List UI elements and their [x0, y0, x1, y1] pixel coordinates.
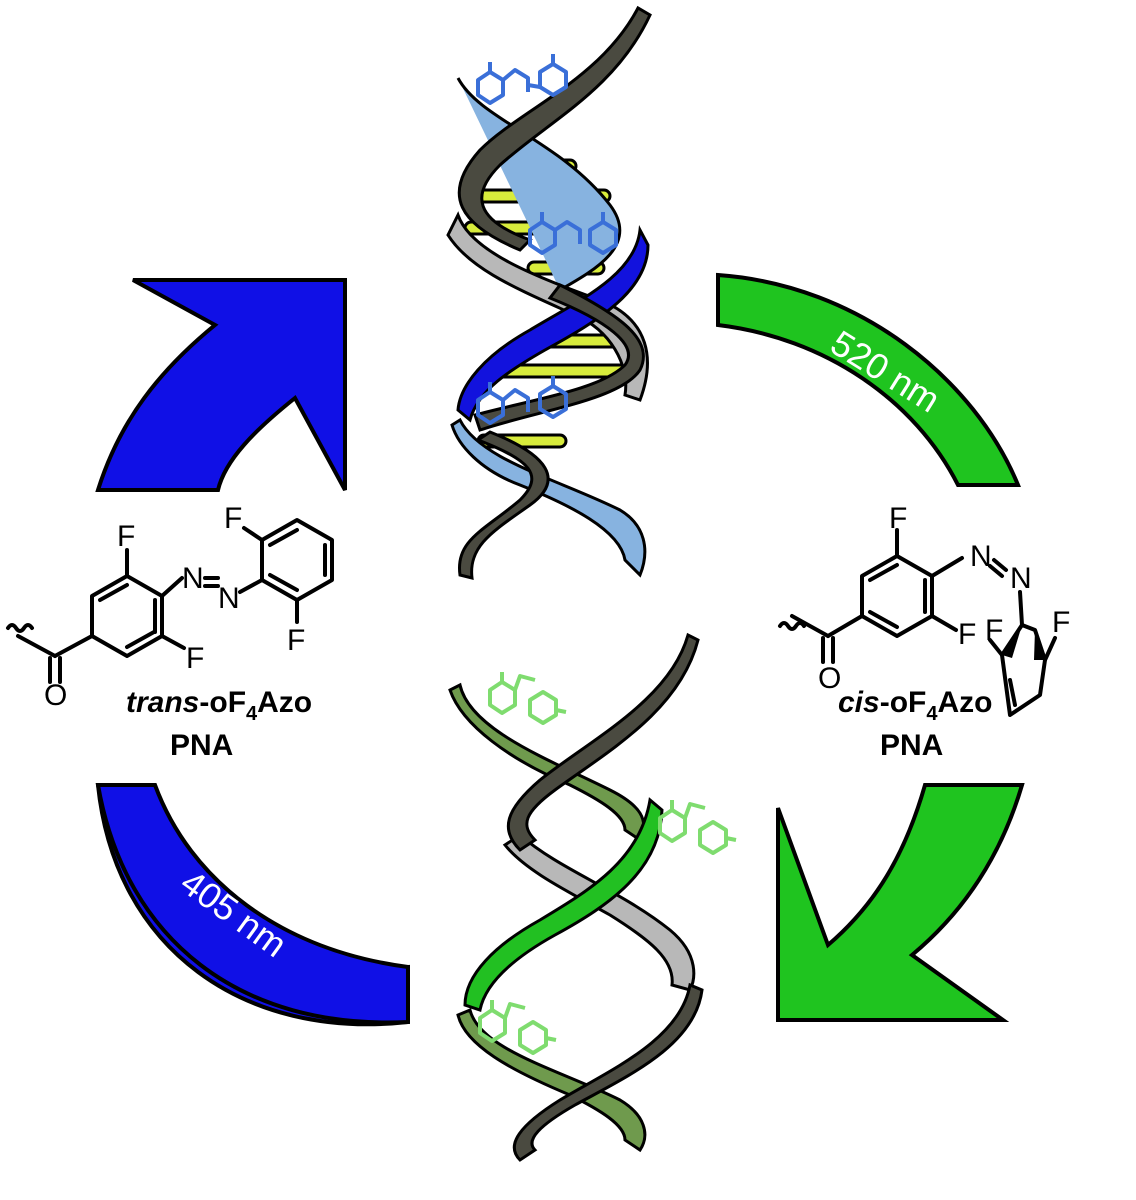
atom-F1-right: F [889, 502, 907, 535]
atom-F4-right: F [1052, 606, 1070, 639]
lower-double-helix [448, 632, 737, 1162]
attachment-wavy-right [778, 621, 806, 631]
trans-name-label: trans-oF4Azo [126, 686, 312, 725]
strand-light-green-upper [448, 682, 646, 843]
trans-pna-label: PNA [170, 729, 233, 762]
azo-green-2 [658, 800, 737, 855]
green-arrow-lower [776, 783, 1025, 1022]
blue-arrow-upper-shape [95, 278, 347, 492]
cis-name-label: cis-oF4Azo [838, 686, 993, 725]
strand-dark-upper [457, 5, 652, 252]
atom-N1-right: N [970, 540, 992, 573]
atom-F4-left: F [287, 624, 305, 657]
green-arrow-lower-shape [776, 783, 1025, 1022]
green-arc-upper: 520 nm [716, 272, 1021, 487]
strand-grey-lower [502, 833, 696, 992]
atom-F3-right: F [985, 614, 1003, 647]
green-arc-upper-shape [716, 272, 1021, 487]
azo-blue-3 [476, 376, 568, 425]
strand-dark-lower-bottom [512, 982, 704, 1162]
atom-O-left: O [44, 679, 67, 712]
attachment-wavy-left [6, 623, 34, 633]
cis-pna-label: PNA [880, 729, 943, 762]
strand-grey-back [446, 211, 649, 402]
atom-F2-left: F [186, 642, 204, 675]
atom-N1-left: N [182, 562, 204, 595]
atom-F3-left: F [224, 502, 242, 535]
strand-dark-middle [473, 283, 645, 432]
upper-double-helix [446, 5, 652, 580]
blue-arc-lower: 405 nm [95, 783, 410, 1027]
blue-arrow-upper [95, 278, 347, 492]
strand-green-front [463, 797, 664, 1012]
cis-azo-structure: O F F N N F F cis-oF4Azo PNA [778, 502, 1070, 762]
azo-green-3 [478, 1000, 557, 1055]
strand-dark-lower [457, 430, 550, 580]
atom-O-right: O [818, 662, 841, 695]
azo-blue-1 [476, 54, 568, 105]
azo-green-1 [488, 672, 567, 725]
atom-N2-right: N [1010, 562, 1032, 595]
atom-F1-left: F [117, 520, 135, 553]
strand-light-green-lower [456, 1007, 647, 1153]
trans-azo-structure: O F F N N F F trans-oF4Azo PNA [6, 502, 334, 762]
atom-N2-left: N [218, 582, 240, 615]
atom-F2-right: F [958, 618, 976, 651]
strand-dark-lower-top [506, 632, 700, 852]
azo-blue-2 [528, 212, 618, 255]
